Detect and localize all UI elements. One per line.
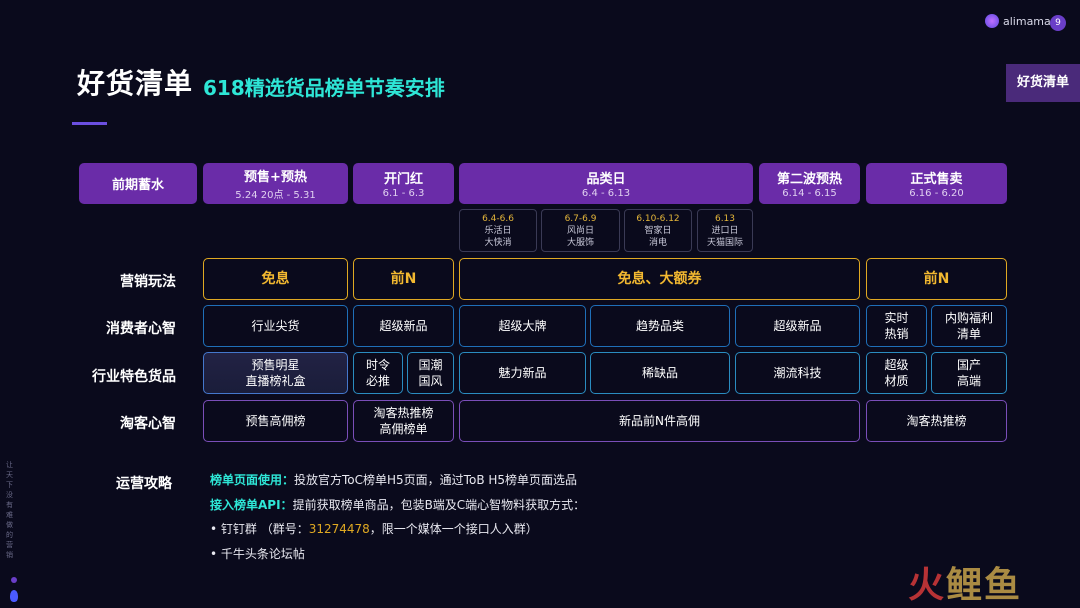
phase-date: 6.1 - 6.3 — [382, 188, 425, 199]
side-slogan: 让天下没有难做的营销 — [6, 461, 13, 559]
phase-second-warmup: 第二波预热 6.14 - 6.15 — [759, 163, 860, 204]
phase-name: 品类日 — [586, 172, 626, 187]
cell-industry-5: 稀缺品 — [590, 352, 730, 394]
cell-marketing-coupon: 免息、大额券 — [459, 258, 860, 300]
cell-taoke-3: 新品前N件高佣 — [459, 400, 860, 442]
logo-icon — [985, 14, 999, 28]
side-pin-icon — [10, 590, 18, 602]
page-subtitle: 618精选货品榜单节奏安排 — [203, 76, 445, 100]
logo-text: alimama — [1003, 14, 1051, 28]
phase-name: 第二波预热 — [776, 172, 842, 187]
cell-consumer-6: 实时热销 — [866, 305, 927, 347]
cell-taoke-4: 淘客热推榜 — [866, 400, 1007, 442]
page-title: 好货清单 — [77, 67, 194, 100]
row-label-consumer: 消费者心智 — [106, 321, 176, 337]
phase-date: 6.16 - 6.20 — [909, 188, 964, 199]
row-label-industry: 行业特色货品 — [92, 369, 176, 385]
page-number-badge: 9 — [1050, 15, 1066, 31]
strategy-label: 运营攻略 — [116, 476, 172, 492]
cell-consumer-3: 超级大牌 — [459, 305, 586, 347]
strategy-line-2: 接入榜单API：提前获取榜单商品，包装B端及C端心智物料获取方式： — [210, 498, 586, 512]
phase-name: 前期蓄水 — [111, 178, 164, 193]
cell-industry-1: 预售明星直播榜礼盒 — [203, 352, 348, 394]
cell-marketing-interest-free: 免息 — [203, 258, 348, 300]
cell-industry-8: 国产高端 — [931, 352, 1007, 394]
cell-industry-7: 超级材质 — [866, 352, 927, 394]
cell-taoke-1: 预售高佣榜 — [203, 400, 348, 442]
cell-industry-4: 魅力新品 — [459, 352, 586, 394]
phase-presale: 预售+预热 5.24 20点 - 5.31 — [203, 163, 348, 204]
cell-consumer-2: 超级新品 — [353, 305, 454, 347]
alimama-logo: alimama — [985, 14, 1051, 28]
phase-prestorage: 前期蓄水 — [79, 163, 197, 204]
cell-industry-2: 时令必推 — [353, 352, 403, 394]
section-tag: 好货清单 — [1006, 64, 1080, 102]
subday-import: 6.13 进口日 天猫国际 — [697, 209, 753, 252]
row-label-marketing: 营销玩法 — [120, 274, 176, 290]
cell-consumer-1: 行业尖货 — [203, 305, 348, 347]
phase-name: 预售+预热 — [244, 170, 307, 185]
title-underline — [72, 122, 107, 125]
cell-taoke-2: 淘客热推榜高佣榜单 — [353, 400, 454, 442]
phase-opening: 开门红 6.1 - 6.3 — [353, 163, 454, 204]
cell-marketing-top-n: 前N — [353, 258, 454, 300]
phase-official-sale: 正式售卖 6.16 - 6.20 — [866, 163, 1007, 204]
strategy-line-1: 榜单页面使用：投放官方ToC榜单H5页面，通过ToB H5榜单页面选品 — [210, 473, 578, 487]
subday-zhijia: 6.10-6.12 智家日 消电 — [624, 209, 692, 252]
subday-lehuo: 6.4-6.6 乐活日 大快消 — [459, 209, 537, 252]
cell-consumer-7: 内购福利清单 — [931, 305, 1007, 347]
phase-name: 开门红 — [383, 172, 423, 187]
strategy-line-3: • 钉钉群 （群号：31274478，限一个媒体一个接口人入群） — [210, 522, 538, 536]
phase-date: 5.24 20点 - 5.31 — [235, 190, 316, 201]
cell-consumer-4: 趋势品类 — [590, 305, 730, 347]
cell-consumer-5: 超级新品 — [735, 305, 860, 347]
watermark-logo: 火鲤鱼 — [908, 565, 1023, 606]
phase-category-day: 品类日 6.4 - 6.13 — [459, 163, 753, 204]
cell-industry-6: 潮流科技 — [735, 352, 860, 394]
cell-industry-3: 国潮国风 — [407, 352, 454, 394]
side-dot-icon — [11, 577, 17, 583]
row-label-taoke: 淘客心智 — [120, 416, 176, 432]
cell-marketing-top-n-2: 前N — [866, 258, 1007, 300]
phase-date: 6.4 - 6.13 — [581, 188, 631, 199]
subday-fengshang: 6.7-6.9 风尚日 大服饰 — [541, 209, 620, 252]
phase-name: 正式售卖 — [910, 172, 963, 187]
strategy-line-4: • 千牛头条论坛帖 — [210, 547, 305, 561]
phase-date: 6.14 - 6.15 — [782, 188, 837, 199]
